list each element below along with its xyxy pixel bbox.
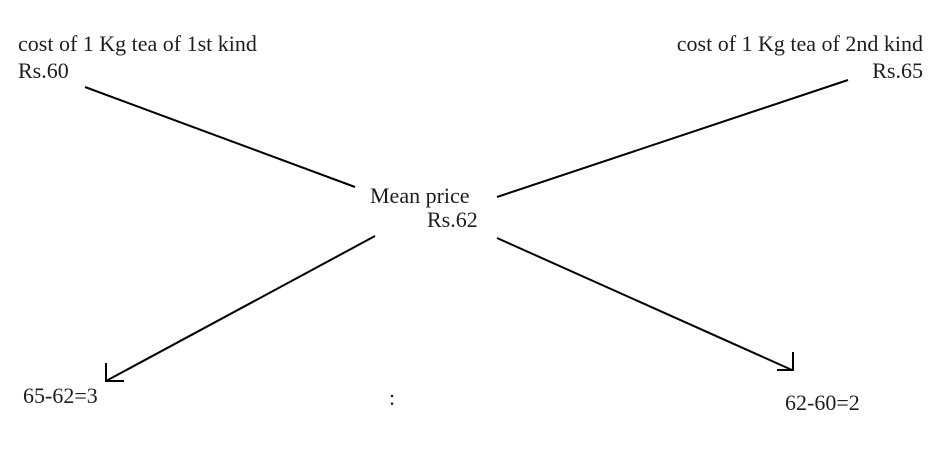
second-kind-label: cost of 1 Kg tea of 2nd kind Rs.65 — [677, 30, 923, 84]
line-mean-to-bottom-right — [496, 237, 793, 371]
arrowhead-down-right-icon — [777, 352, 794, 371]
line-first-kind-to-mean — [84, 86, 356, 188]
mean-price-label: Mean price — [370, 183, 470, 208]
line-mean-to-bottom-left — [105, 235, 376, 382]
arrowhead-down-left-icon — [105, 363, 124, 382]
first-kind-title: cost of 1 Kg tea of 1st kind — [18, 31, 257, 56]
bottom-right-difference: 62-60=2 — [785, 390, 860, 415]
second-kind-price: Rs.65 — [872, 58, 923, 83]
first-kind-price: Rs.60 — [18, 58, 69, 83]
line-second-kind-to-mean — [496, 79, 849, 198]
second-kind-title: cost of 1 Kg tea of 2nd kind — [676, 31, 923, 56]
bottom-left-difference: 65-62=3 — [23, 383, 98, 408]
first-kind-label: cost of 1 Kg tea of 1st kind Rs.60 — [18, 30, 257, 84]
ratio-separator: : — [389, 385, 396, 410]
mean-price-value: Rs.62 — [427, 207, 478, 232]
